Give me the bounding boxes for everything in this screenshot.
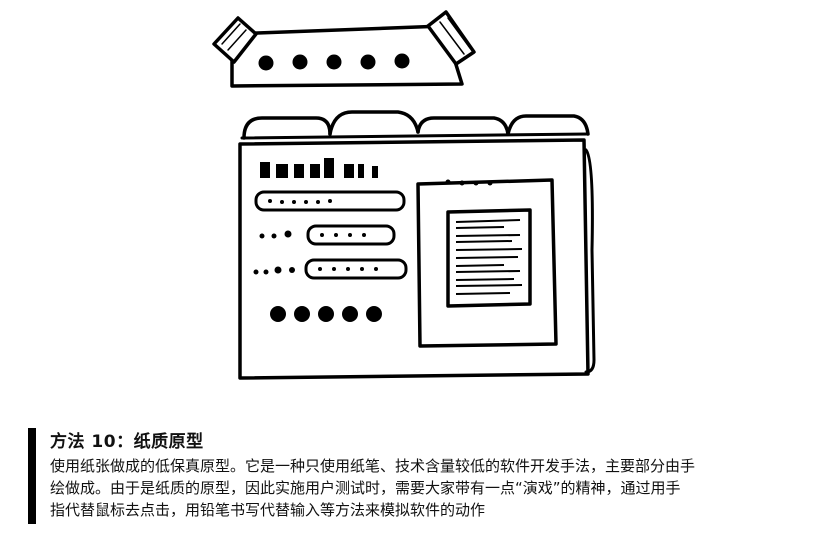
preview-panel bbox=[416, 178, 558, 348]
header-blocks bbox=[260, 158, 378, 178]
caption-line: 绘做成。由于是纸质的原型，因此实施用户测试时，需要大家带有一点“演戏”的精神，通… bbox=[50, 479, 681, 497]
bottom-dots bbox=[270, 306, 382, 322]
tape-right bbox=[426, 10, 476, 66]
caption-body: 使用纸张做成的低保真原型。它是一种只使用纸笔、技术含量较低的软件开发手法，主要部… bbox=[50, 455, 810, 521]
taped-strip bbox=[212, 10, 476, 88]
input-field-1 bbox=[254, 190, 406, 212]
document-sheet bbox=[446, 208, 532, 308]
input-field-3 bbox=[304, 258, 408, 280]
document-lines bbox=[455, 219, 523, 295]
paper-prototype-illustration bbox=[212, 10, 596, 380]
caption-line: 使用纸张做成的低保真原型。它是一种只使用纸笔、技术含量较低的软件开发手法，主要部… bbox=[50, 457, 696, 475]
caption-accent-bar bbox=[28, 428, 36, 524]
strip-dots bbox=[258, 53, 410, 71]
input-field-2 bbox=[306, 224, 396, 246]
folder bbox=[238, 110, 596, 380]
caption-title: 方法 10：纸质原型 bbox=[50, 432, 204, 452]
caption-line: 指代替鼠标去点击，用铅笔书写代替输入等方法来模拟软件的动作 bbox=[50, 501, 486, 519]
tape-left bbox=[212, 16, 258, 64]
